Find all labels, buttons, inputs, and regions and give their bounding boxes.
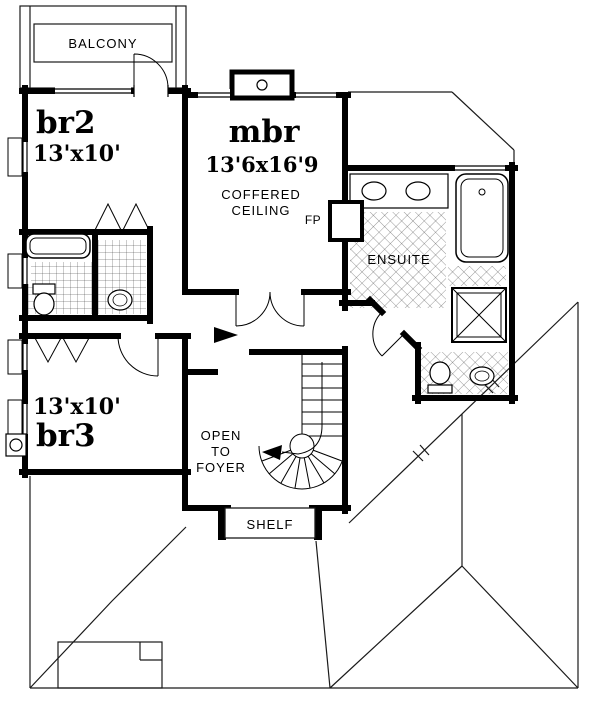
br3-door-swing [117, 335, 159, 377]
window-br2-left [7, 137, 31, 177]
sink-icon [361, 181, 387, 201]
window-bath-left [7, 253, 31, 289]
stair-treads-straight [302, 363, 345, 437]
window-mbr-right [296, 89, 336, 101]
staircase [258, 352, 346, 490]
mbr-double-door-swing [235, 291, 305, 327]
shelf-stub-left [218, 506, 226, 540]
window-br2-top [55, 85, 131, 97]
chimney-outline [57, 641, 163, 689]
ensuite-bathtub-icon [455, 173, 509, 263]
bidet-icon [469, 366, 495, 386]
stair-direction-line [281, 362, 323, 455]
doors [34, 202, 405, 377]
ensuite-door-swing [372, 311, 405, 357]
balcony-label-box [33, 23, 173, 63]
ensuite-floor [350, 212, 446, 308]
window-mbr-left [198, 89, 230, 101]
br3-name: br3 [36, 418, 96, 454]
bathtub-left-icon [25, 233, 91, 259]
wall-stair-foyer [182, 346, 351, 514]
mbr-name: mbr [229, 114, 300, 150]
mbr-note-line2: CEILING [231, 203, 290, 218]
corner-vent-box [5, 433, 27, 457]
fireplace-label: FP [305, 213, 321, 227]
wall-bathrooms [19, 226, 153, 324]
roof-hip-bottom-left [29, 526, 187, 689]
stair-winder-edge [258, 445, 346, 490]
ensuite-label: ENSUITE [367, 252, 430, 267]
stair-winder-treads [261, 445, 343, 489]
ensuite-vanity [349, 173, 449, 209]
toilet-ensuite-icon [427, 361, 453, 394]
br3-closet-doors [34, 337, 90, 364]
fireplace-box [328, 200, 364, 242]
window-br3-upper [7, 339, 31, 375]
foyer-label-line3: FOYER [196, 460, 246, 475]
chimney-vent-icon [256, 79, 268, 91]
window-br3-lower [7, 399, 31, 439]
roof-valley-diagonal [348, 301, 579, 524]
stair-newel [289, 433, 315, 459]
br2-closet-doors [94, 202, 150, 231]
mbr-note-line1: COFFERED [221, 187, 301, 202]
shelf-stub-right [314, 506, 322, 540]
foyer-label-line2: TO [211, 444, 231, 459]
labels: BALCONY br2 13'x10' mbr 13'6x16'9 COFFER… [33, 36, 430, 532]
fixtures [25, 173, 509, 394]
balcony-door [133, 53, 169, 97]
sink-icon [405, 181, 431, 201]
shower-icon [451, 287, 507, 343]
roof-outline [19, 5, 579, 689]
window-ensuite-top [455, 162, 505, 174]
balcony-label: BALCONY [68, 36, 137, 51]
ensuite-floor-strip [448, 266, 506, 286]
vent-circle-icon [9, 438, 23, 452]
mbr-dims: 13'6x16'9 [205, 152, 318, 177]
stair-arrow-icon [262, 445, 282, 460]
windows [5, 53, 505, 457]
foyer-label-line1: OPEN [201, 428, 242, 443]
toilet-left-icon [32, 283, 56, 316]
br2-name: br2 [36, 105, 96, 141]
br2-dims: 13'x10' [33, 141, 121, 167]
roof-hip-bottom-right [315, 414, 579, 689]
wall-ensuite [339, 162, 518, 404]
break-marks [412, 376, 500, 462]
shelf-label: SHELF [247, 517, 294, 532]
br3-dims: 13'x10' [33, 394, 121, 420]
sink-bath-right-icon [107, 289, 133, 311]
hall-arrow-icon [214, 327, 238, 343]
shelf-box [224, 507, 316, 539]
